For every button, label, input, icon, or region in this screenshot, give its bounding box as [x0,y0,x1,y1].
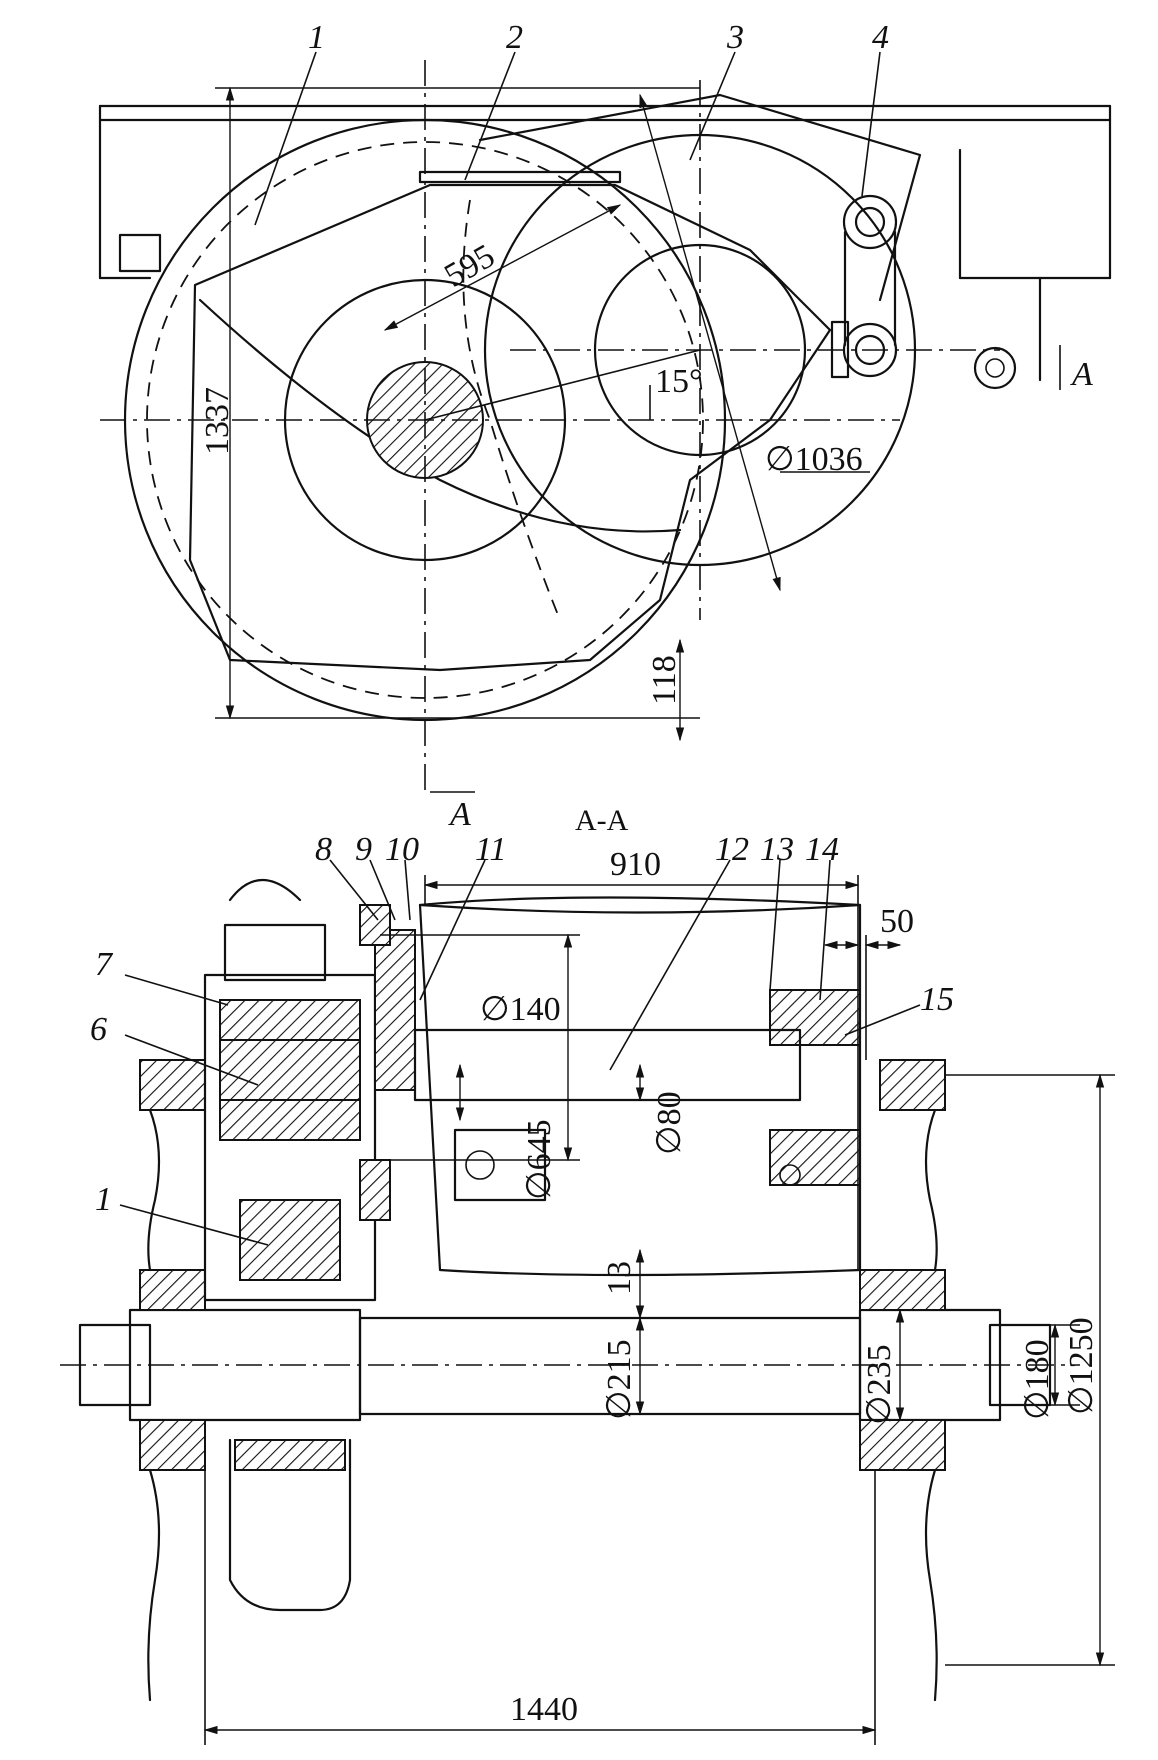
frame-beam [98,104,1112,382]
section-dimension-lines [203,875,1115,1745]
dim-gauge-1440: 1440 [510,1691,578,1728]
gearbox-housing [188,93,922,672]
dim-axle-215: ∅215 [601,1339,638,1420]
part-label-3: 3 [726,19,744,56]
section-part-12: 12 [715,831,749,868]
dim-shaft-140: ∅140 [480,991,561,1028]
right-wheel [859,1059,946,1702]
part-label-1: 1 [308,19,325,56]
dim-journal-180: ∅180 [1019,1339,1056,1420]
dim-50: 50 [880,903,914,940]
dim-gear-diameter: ∅1036 [765,441,863,478]
section-part-10: 10 [385,831,419,868]
suspension-link [830,194,1017,390]
dim-shaft-80: ∅80 [651,1091,688,1155]
dim-axle-235: ∅235 [861,1344,898,1425]
part-label-2: 2 [506,19,523,56]
gear-case [203,878,377,1612]
section-part-13: 13 [760,831,794,868]
top-view: 1 2 3 4 595 15° 1337 ∅1036 118 A A [98,19,1112,833]
dim-wheel-1250: ∅1250 [1063,1317,1100,1415]
axle [60,1308,1080,1422]
section-mark-bottom: A [448,796,471,833]
section-part-8: 8 [315,831,332,868]
section-part-15: 15 [920,981,954,1018]
section-part-7: 7 [95,946,114,983]
section-part-14: 14 [805,831,839,868]
dim-gap-13: 13 [601,1261,638,1295]
section-part-1: 1 [95,1181,112,1218]
part-leaders [254,51,881,226]
motor [359,896,862,1277]
section-part-11: 11 [475,831,506,868]
dim-gear-645: ∅645 [521,1119,558,1200]
section-title: A-A [575,804,629,837]
dim-angle: 15° [655,363,703,400]
dim-height: 1337 [199,387,236,455]
dim-clearance: 118 [646,655,683,705]
section-view: A-A [60,804,1115,1745]
dim-radius-arm: 595 [438,237,501,295]
section-part-9: 9 [355,831,372,868]
section-part-6: 6 [90,1011,107,1048]
dim-910: 910 [610,846,661,883]
dimension-lines [215,86,1061,793]
section-mark-right: A [1070,356,1093,393]
part-label-4: 4 [872,19,889,56]
